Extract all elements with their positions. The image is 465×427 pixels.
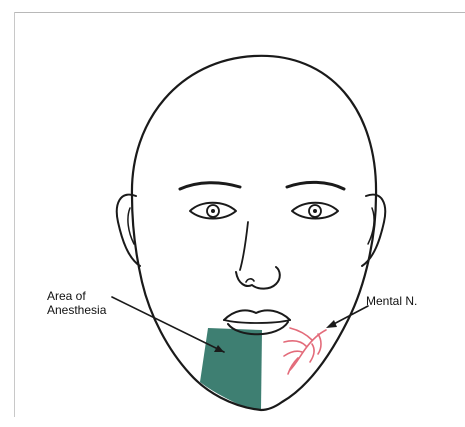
right-pupil bbox=[313, 209, 317, 213]
mental-arrowhead bbox=[326, 320, 337, 328]
upper-lip bbox=[224, 310, 290, 320]
nose-base bbox=[236, 267, 280, 289]
mental-nerve-branch-upper-2 bbox=[284, 341, 306, 346]
mental-nerve-branch-upper bbox=[290, 328, 312, 340]
left-pupil bbox=[211, 209, 215, 213]
left-eyebrow bbox=[180, 183, 240, 189]
anesthesia-area bbox=[200, 328, 262, 410]
area-of-anesthesia-label: Area of Anesthesia bbox=[47, 289, 106, 317]
right-eyebrow bbox=[287, 182, 344, 189]
mental-nerve-label: Mental N. bbox=[366, 294, 417, 308]
lip-line bbox=[224, 320, 290, 323]
mental-nerve-branch-right-2 bbox=[310, 344, 314, 362]
area-label-line1: Area of bbox=[47, 289, 106, 303]
area-label-line2: Anesthesia bbox=[47, 303, 106, 317]
nose-bridge bbox=[240, 222, 248, 270]
mental-nerve-branch-right bbox=[318, 334, 321, 354]
mental-leader-line bbox=[330, 306, 368, 326]
mental-nerve-branch-mid bbox=[284, 351, 302, 356]
nose-nostril-left bbox=[246, 279, 254, 282]
